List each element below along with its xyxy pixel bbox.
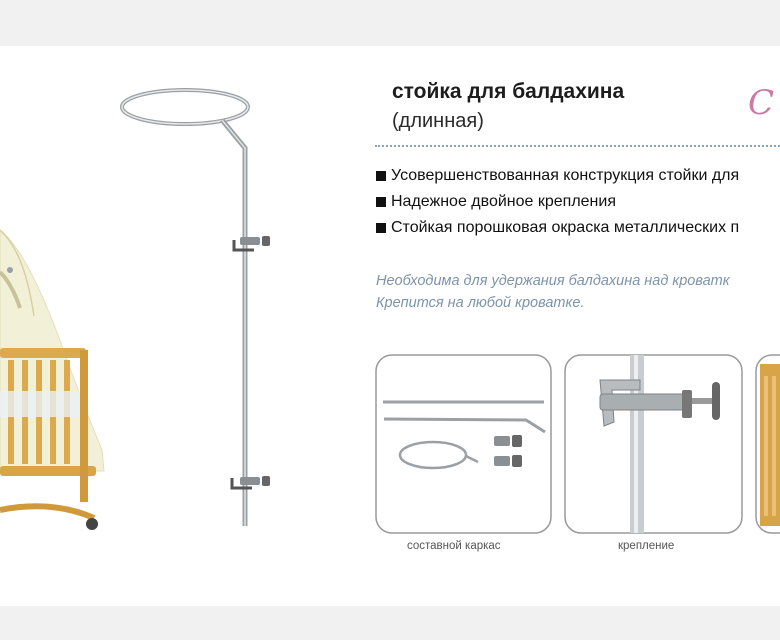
product-sheet: стойка для балдахина (длинная) C Усоверш…	[0, 46, 780, 606]
square-bullet-icon	[376, 223, 386, 233]
feature-text: Надежное двойное крепления	[391, 193, 616, 210]
frame-parts-caption: составной каркас	[407, 540, 501, 552]
crib-with-canopy-image	[0, 229, 105, 530]
feature-list: Усовершенствованная конструкция стойки д…	[376, 167, 739, 245]
usage-note-line: Крепится на любой кроватке.	[376, 295, 585, 311]
product-illustrations	[0, 88, 780, 534]
feature-item: Усовершенствованная конструкция стойки д…	[376, 167, 739, 193]
square-bullet-icon	[376, 171, 386, 181]
usage-note-line: Необходима для удержания балдахина над к…	[376, 273, 730, 289]
feature-item: Стойкая порошковая окраска металлических…	[376, 219, 739, 245]
clamp-caption: крепление	[618, 540, 675, 552]
canopy-stand-image	[120, 88, 270, 526]
feature-text: Стойкая порошковая окраска металлических…	[391, 219, 740, 236]
product-title: стойка для балдахина	[392, 80, 625, 103]
feature-text: Усовершенствованная конструкция стойки д…	[391, 167, 740, 184]
feature-item: Надежное двойное крепления	[376, 193, 739, 219]
product-subtitle: (длинная)	[392, 110, 484, 132]
square-bullet-icon	[376, 197, 386, 207]
crib-mount-panel	[755, 354, 780, 534]
brand-logo: C	[748, 83, 775, 123]
frame-parts-panel	[375, 354, 552, 534]
clamp-panel	[564, 354, 743, 534]
dotted-divider	[375, 145, 780, 147]
usage-note: Необходима для удержания балдахина над к…	[376, 270, 730, 314]
